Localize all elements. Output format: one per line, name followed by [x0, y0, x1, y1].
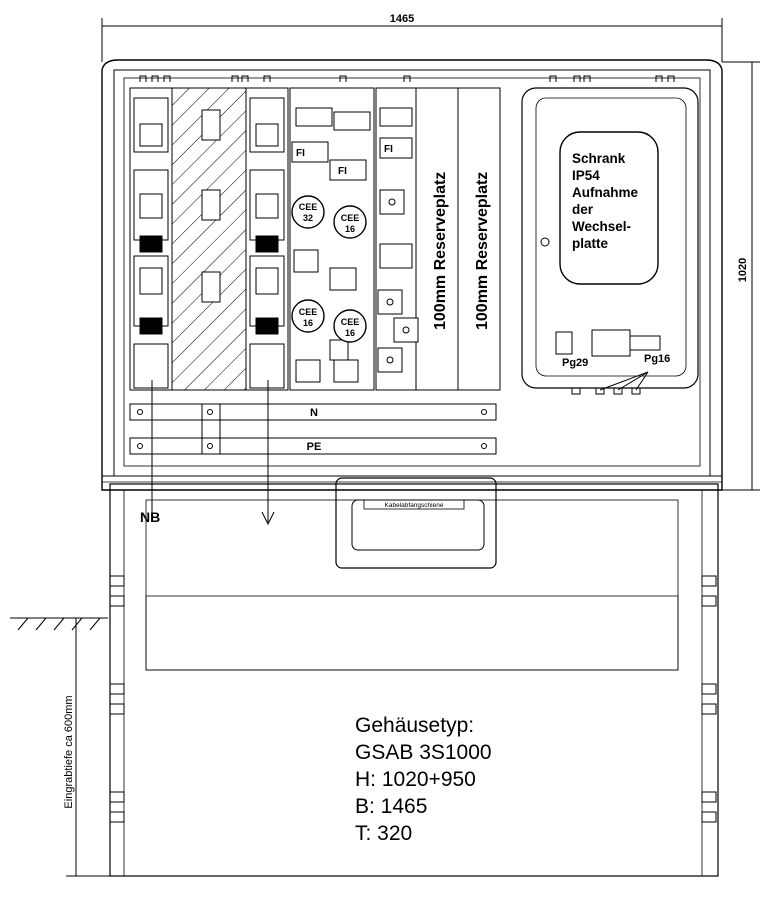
height-dimension [722, 61, 760, 491]
spec-line: T: 320 [355, 822, 413, 845]
fuse-strip-left [129, 87, 173, 391]
spec-line: B: 1465 [355, 795, 428, 818]
spec-line: GSAB 3S1000 [355, 741, 492, 764]
pg29-label: Pg29 [562, 357, 588, 369]
fuse-strip-right [245, 87, 289, 391]
top-clips [139, 75, 675, 82]
svg-text:CEE: CEE [341, 317, 360, 327]
fi-label-2: FI [338, 166, 347, 177]
cee32-socket: CEE 32 [291, 195, 325, 229]
svg-text:32: 32 [303, 213, 313, 223]
ip54-enclosure [521, 87, 699, 395]
burial-depth-label: Eingrabtiefe ca 600mm [63, 695, 75, 808]
schuko-sockets [377, 189, 419, 373]
housing-specs: Gehäusetyp: GSAB 3S1000 H: 1020+950 B: 1… [355, 712, 492, 847]
ip54-note-line: platte [572, 236, 609, 251]
spec-line: H: 1020+950 [355, 768, 476, 791]
cable-arrows [151, 380, 275, 526]
width-dimension [101, 18, 723, 62]
fi-label-1: FI [296, 148, 305, 159]
upper-cabinet [101, 59, 723, 491]
svg-text:16: 16 [345, 224, 355, 234]
breaker-column [289, 87, 501, 391]
fi-label-3: FI [384, 144, 393, 155]
hatched-mounting-plate [171, 87, 247, 391]
nb-label: NB [140, 509, 160, 525]
ip54-note-line: Wechsel- [572, 219, 632, 234]
bus-pe-label: PE [307, 441, 322, 453]
ground-level [10, 617, 110, 877]
ip54-note-line: Schrank [572, 151, 626, 166]
cee16-socket-3: CEE 16 [333, 309, 367, 343]
cee16-socket-2: CEE 16 [291, 299, 325, 333]
pg16-leaders [599, 371, 649, 391]
reserve-slot-1: 100mm Reserveplatz [432, 172, 449, 330]
ip54-note-line: Aufnahme [572, 185, 639, 200]
ip54-note-line: der [572, 202, 594, 217]
cable-rail-label: Kabelabfangschiene [385, 502, 444, 509]
svg-text:CEE: CEE [299, 202, 318, 212]
ip54-note-line: IP54 [572, 168, 600, 183]
svg-text:16: 16 [345, 328, 355, 338]
svg-text:CEE: CEE [299, 307, 318, 317]
spec-line: Gehäusetyp: [355, 714, 475, 737]
ip54-note: Schrank IP54 Aufnahme der Wechsel- platt… [572, 150, 654, 252]
height-dimension-label: 1020 [737, 258, 749, 282]
svg-text:16: 16 [303, 318, 313, 328]
bus-bars [129, 403, 497, 455]
svg-text:CEE: CEE [341, 213, 360, 223]
cabinet-base [109, 477, 719, 877]
reserve-slot-2: 100mm Reserveplatz [474, 172, 491, 330]
cee16-socket-1: CEE 16 [333, 205, 367, 239]
bus-n-label: N [310, 407, 318, 419]
width-dimension-label: 1465 [390, 13, 414, 25]
pg16-label: Pg16 [644, 353, 670, 365]
